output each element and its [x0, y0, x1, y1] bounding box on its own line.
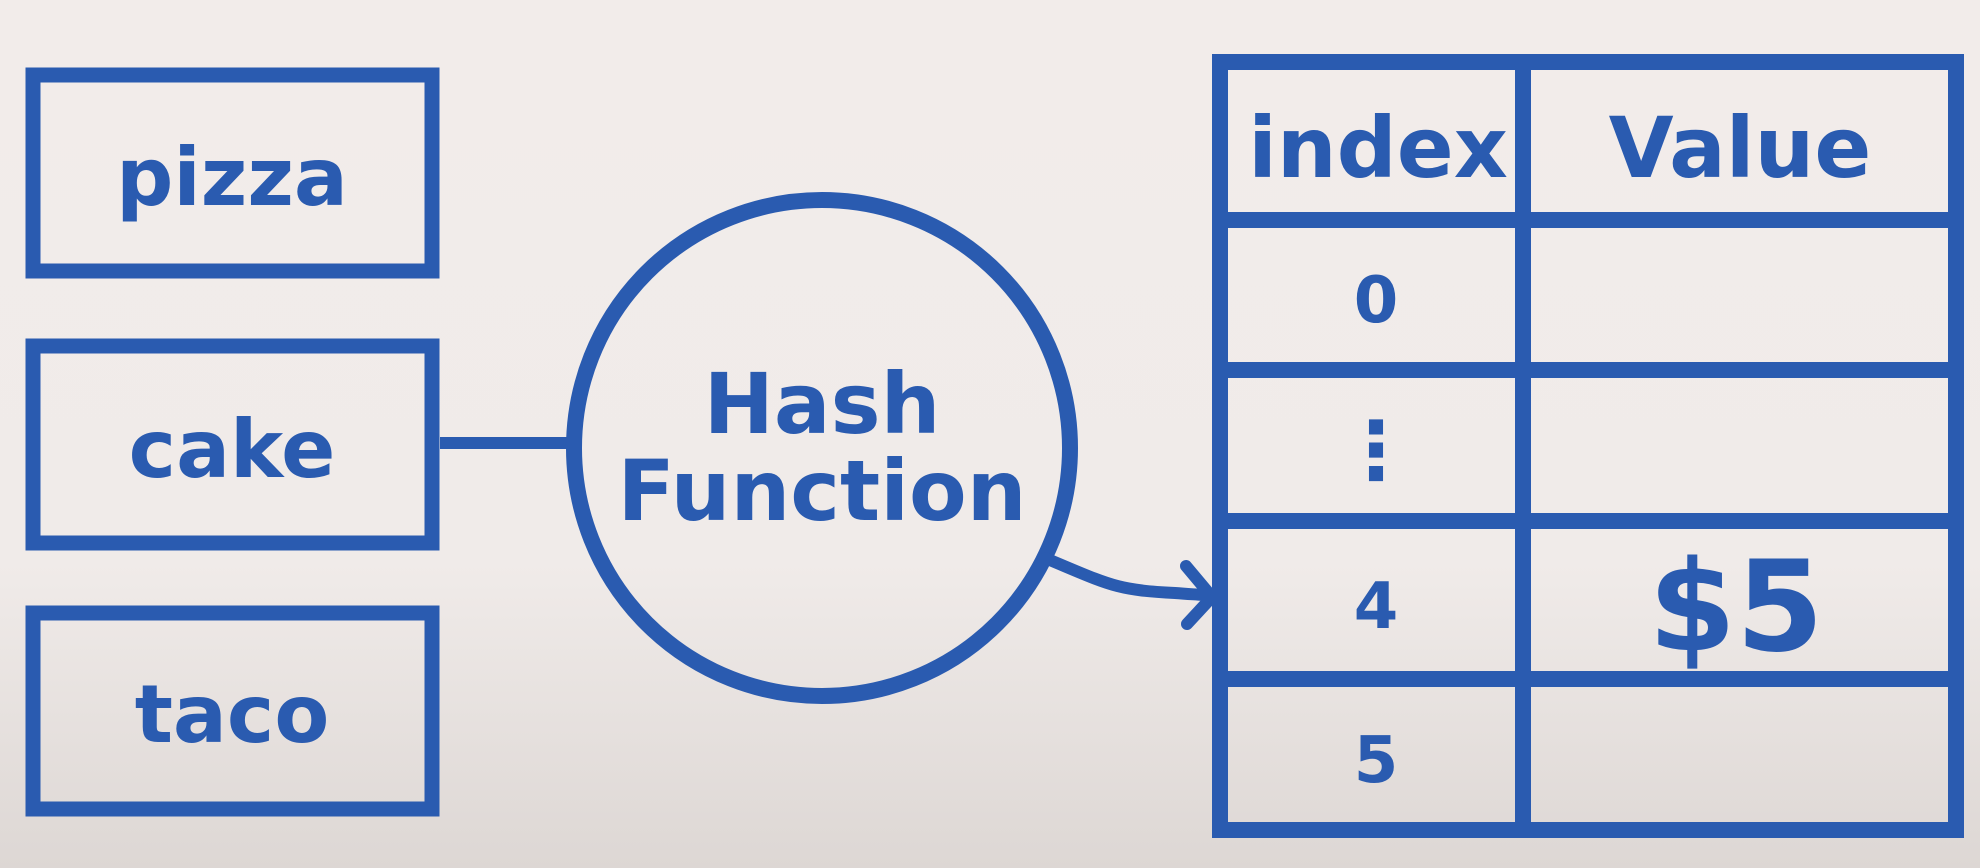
table-border — [1212, 54, 1964, 838]
table-header-index: index — [1248, 99, 1508, 197]
input-label-cake: cake — [129, 403, 336, 496]
input-label-taco: taco — [135, 668, 330, 761]
index-cell: 5 — [1354, 724, 1399, 798]
table-header-value: Value — [1609, 99, 1872, 197]
index-cell-ellipsis: ⋮ — [1336, 404, 1416, 497]
hash-function-circle — [566, 192, 1078, 704]
table-row: 5 — [1354, 724, 1399, 798]
value-cell: $5 — [1648, 533, 1823, 680]
hash-table: index Value 0 ⋮ 4 $5 5 — [1212, 54, 1964, 838]
table-row: 4 $5 — [1354, 533, 1824, 680]
input-box-pizza: pizza — [25, 67, 440, 279]
input-label-pizza: pizza — [116, 131, 348, 224]
hash-function-node: Hash Function — [566, 192, 1078, 704]
input-box-taco: taco — [25, 605, 440, 817]
index-cell: 0 — [1354, 264, 1399, 338]
index-cell: 4 — [1354, 570, 1399, 644]
table-row: 0 — [1354, 264, 1399, 338]
hash-function-label-line2: Function — [617, 442, 1026, 540]
input-box-cake: cake — [25, 338, 440, 551]
table-row: ⋮ — [1336, 404, 1416, 497]
hash-function-label-line1: Hash — [704, 355, 941, 453]
arrow-to-index-4 — [1039, 552, 1218, 630]
